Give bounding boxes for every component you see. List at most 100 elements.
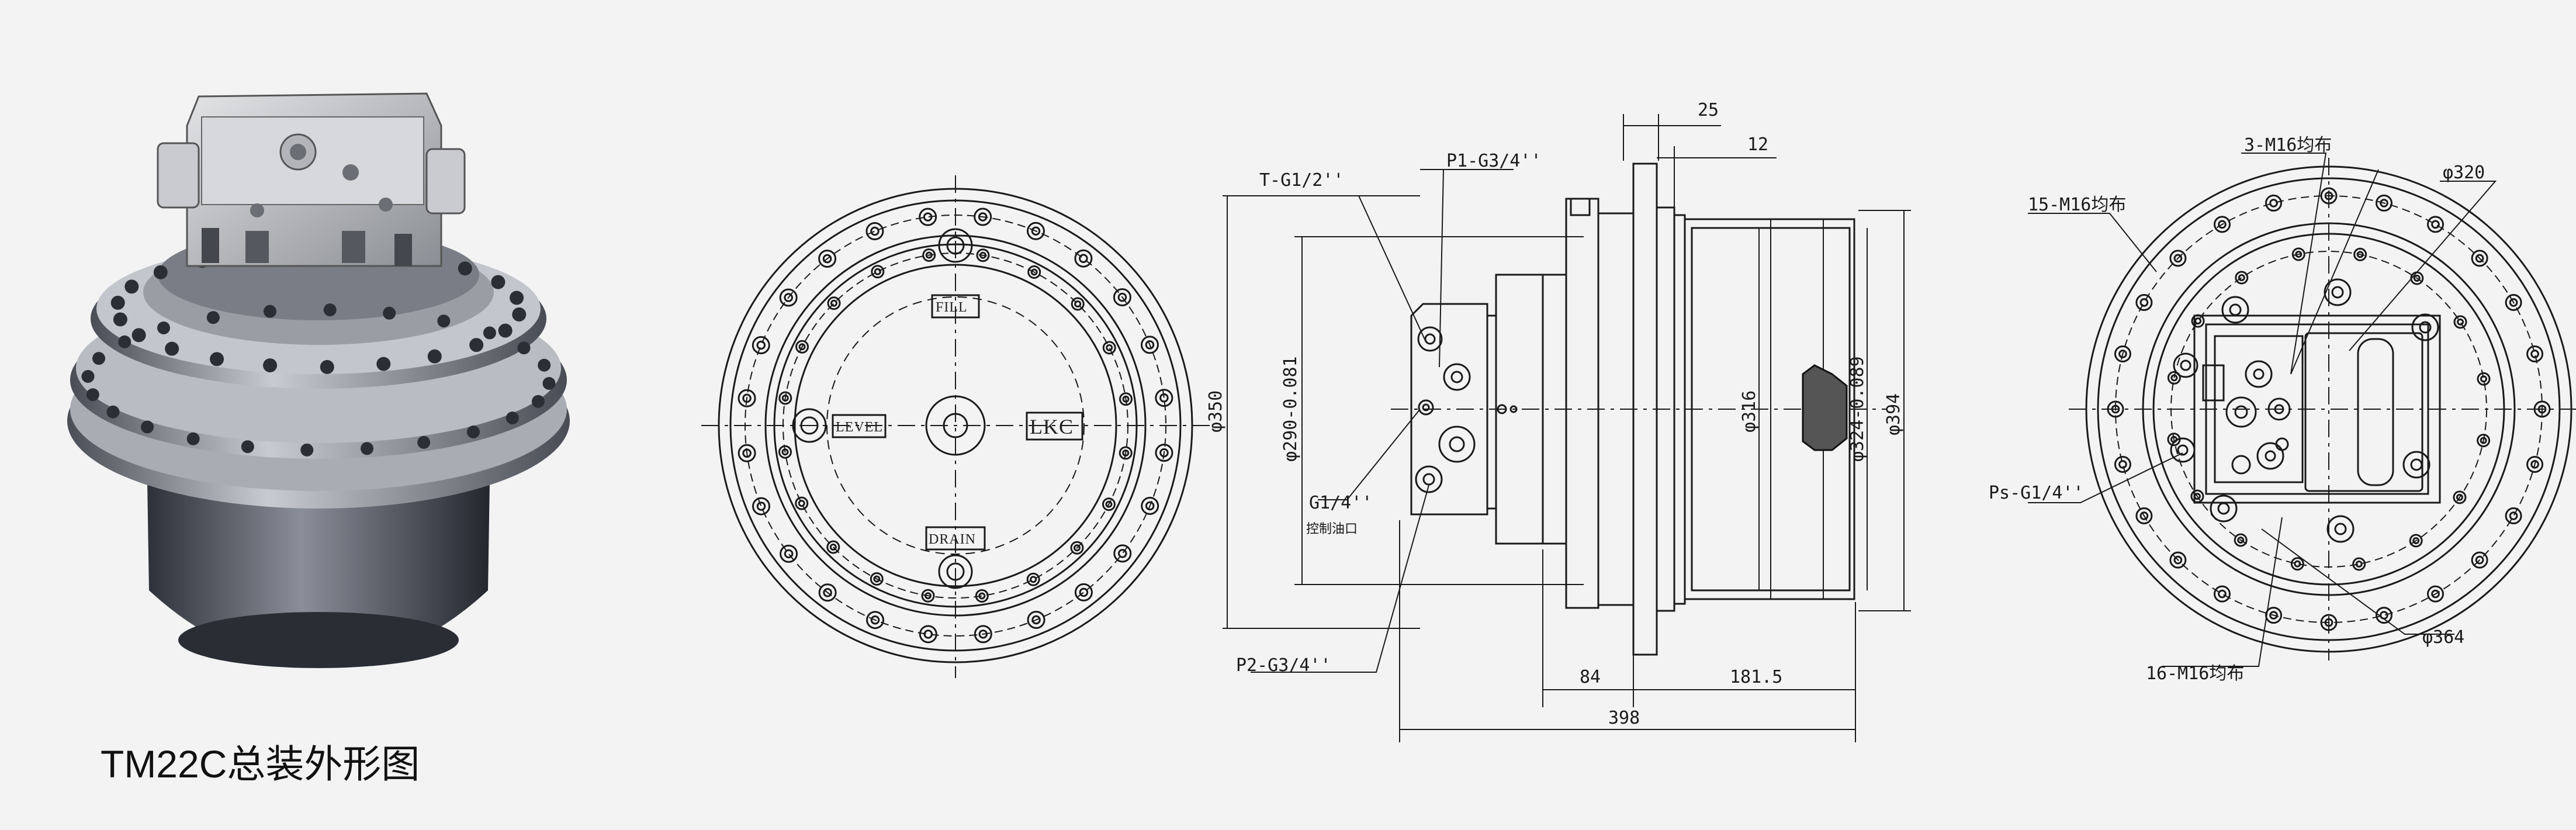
bolt-hole bbox=[2290, 557, 2304, 571]
bolt-hole-inner bbox=[2324, 618, 2333, 627]
bolt-hole bbox=[2320, 187, 2338, 205]
bolt-hole-inner bbox=[2413, 275, 2421, 282]
bolt-hole bbox=[1119, 446, 1133, 460]
bolt-hole bbox=[124, 279, 139, 294]
bolt-hole bbox=[2471, 250, 2488, 267]
bolt-hole-inner bbox=[2139, 298, 2149, 307]
bolt-hole bbox=[870, 572, 884, 586]
bolt-hole bbox=[1113, 288, 1131, 307]
bolt-hole bbox=[1141, 496, 1159, 515]
bolt-hole bbox=[186, 432, 200, 445]
bolt-hole bbox=[2375, 607, 2393, 624]
bolt-hole bbox=[2114, 345, 2131, 363]
dim-84: 84 bbox=[1580, 667, 1601, 687]
bolt-hole bbox=[210, 352, 224, 366]
bolt-hole bbox=[780, 544, 798, 563]
bolt-hole bbox=[2265, 194, 2283, 212]
callout-3-m16: 3-M16均布 bbox=[2244, 135, 2332, 155]
bolt-hole bbox=[2291, 247, 2305, 261]
bolt-hole-inner bbox=[2456, 493, 2463, 501]
bolt-hole bbox=[498, 323, 513, 338]
bolt-hole bbox=[752, 497, 771, 516]
bolt-hole bbox=[778, 445, 792, 459]
bolt-hole bbox=[2214, 585, 2231, 603]
bolt-hole-inner bbox=[1159, 448, 1169, 458]
bolt-hole bbox=[1113, 544, 1132, 563]
bolt-hole bbox=[866, 611, 885, 630]
bolt-hole-inner bbox=[978, 212, 988, 222]
bolt-hole bbox=[919, 208, 937, 226]
bolt-hole bbox=[483, 326, 496, 340]
bolt-hole-inner bbox=[979, 251, 986, 259]
bolt-hole-inner bbox=[2118, 460, 2127, 469]
bolt-hole bbox=[81, 370, 95, 383]
bolt-hole bbox=[320, 359, 334, 374]
bolt-hole bbox=[153, 265, 168, 279]
bolt-hole bbox=[1155, 444, 1173, 462]
bolt-hole bbox=[2505, 507, 2522, 524]
bolt-hole-inner bbox=[2194, 317, 2202, 325]
callout-15-m16: 15-M16均布 bbox=[2028, 195, 2126, 215]
bolt-hole bbox=[779, 288, 798, 307]
bolt-hole bbox=[1027, 610, 1045, 629]
bolt-hole bbox=[517, 341, 531, 355]
bolt-hole bbox=[361, 442, 374, 455]
bolt-hole bbox=[2265, 607, 2283, 624]
bolt-hole bbox=[2169, 551, 2187, 569]
bolt-hole-inner bbox=[923, 212, 933, 222]
bolt-hole bbox=[505, 411, 519, 425]
bolt-hole-inner bbox=[923, 630, 933, 639]
bolt-hole-inner bbox=[1122, 395, 1130, 403]
bolt-hole bbox=[2526, 345, 2544, 363]
dim-phi316: φ316 bbox=[1739, 390, 1760, 433]
bolt-hole bbox=[1140, 336, 1159, 354]
callout-g14-port: G1/4'' bbox=[1309, 493, 1372, 513]
bolt-hole bbox=[86, 388, 99, 402]
bolt-hole-inner bbox=[823, 588, 832, 597]
bolt-hole-inner bbox=[2530, 460, 2539, 469]
bolt-hole-inner bbox=[874, 268, 881, 275]
front-view bbox=[701, 175, 1210, 678]
bolt-hole bbox=[2234, 533, 2248, 547]
bolt-hole bbox=[865, 222, 884, 241]
bolt-hole-inner bbox=[2111, 404, 2120, 414]
bolt-hole bbox=[1102, 497, 1116, 511]
bolt-hole-inner bbox=[2237, 536, 2245, 544]
bolt-hole bbox=[2505, 294, 2522, 311]
dim-phi364: φ364 bbox=[2422, 627, 2464, 648]
bolt-hole bbox=[976, 248, 990, 262]
bolt-hole-inner bbox=[870, 615, 880, 625]
side-view-labels: 25 12 T-G1/2'' P1-G3/4'' G1/4'' 控制油口 P2-… bbox=[1206, 100, 1904, 728]
bolt-hole-inner bbox=[2530, 350, 2539, 358]
bolt-hole-inner bbox=[2355, 561, 2363, 568]
callout-ps-port: Ps-G1/4'' bbox=[1989, 483, 2084, 503]
bolt-hole bbox=[206, 311, 220, 324]
bolt-hole bbox=[827, 296, 841, 310]
bolt-hole bbox=[2235, 271, 2249, 285]
bolt-hole-inner bbox=[1118, 549, 1127, 558]
bolt-hole-inner bbox=[2295, 250, 2303, 258]
dim-12: 12 bbox=[1747, 134, 1768, 155]
bolt-hole bbox=[531, 395, 545, 408]
bolt-hole bbox=[919, 625, 937, 644]
bolt-hole-inner bbox=[870, 226, 880, 236]
bolt-hole bbox=[818, 583, 837, 602]
bolt-hole-inner bbox=[1117, 292, 1127, 302]
bolt-hole bbox=[2453, 490, 2467, 504]
bolt-hole bbox=[2427, 216, 2444, 233]
bolt-hole-inner bbox=[925, 251, 933, 259]
bolt-hole bbox=[383, 306, 396, 320]
bolt-hole bbox=[1074, 249, 1093, 268]
bolt-hole-inner bbox=[1122, 449, 1130, 456]
bolt-hole bbox=[491, 275, 505, 289]
bolt-hole bbox=[113, 312, 127, 327]
bolt-hole bbox=[1026, 222, 1045, 240]
bolt-hole bbox=[778, 391, 792, 405]
bolt-hole-inner bbox=[1159, 393, 1169, 403]
bolt-hole bbox=[437, 314, 451, 328]
bolt-hole-inner bbox=[829, 543, 837, 551]
side-view bbox=[1391, 162, 1888, 656]
dim-398: 398 bbox=[1608, 708, 1640, 728]
bolt-hole bbox=[2427, 585, 2444, 603]
bolt-hole bbox=[323, 303, 337, 317]
